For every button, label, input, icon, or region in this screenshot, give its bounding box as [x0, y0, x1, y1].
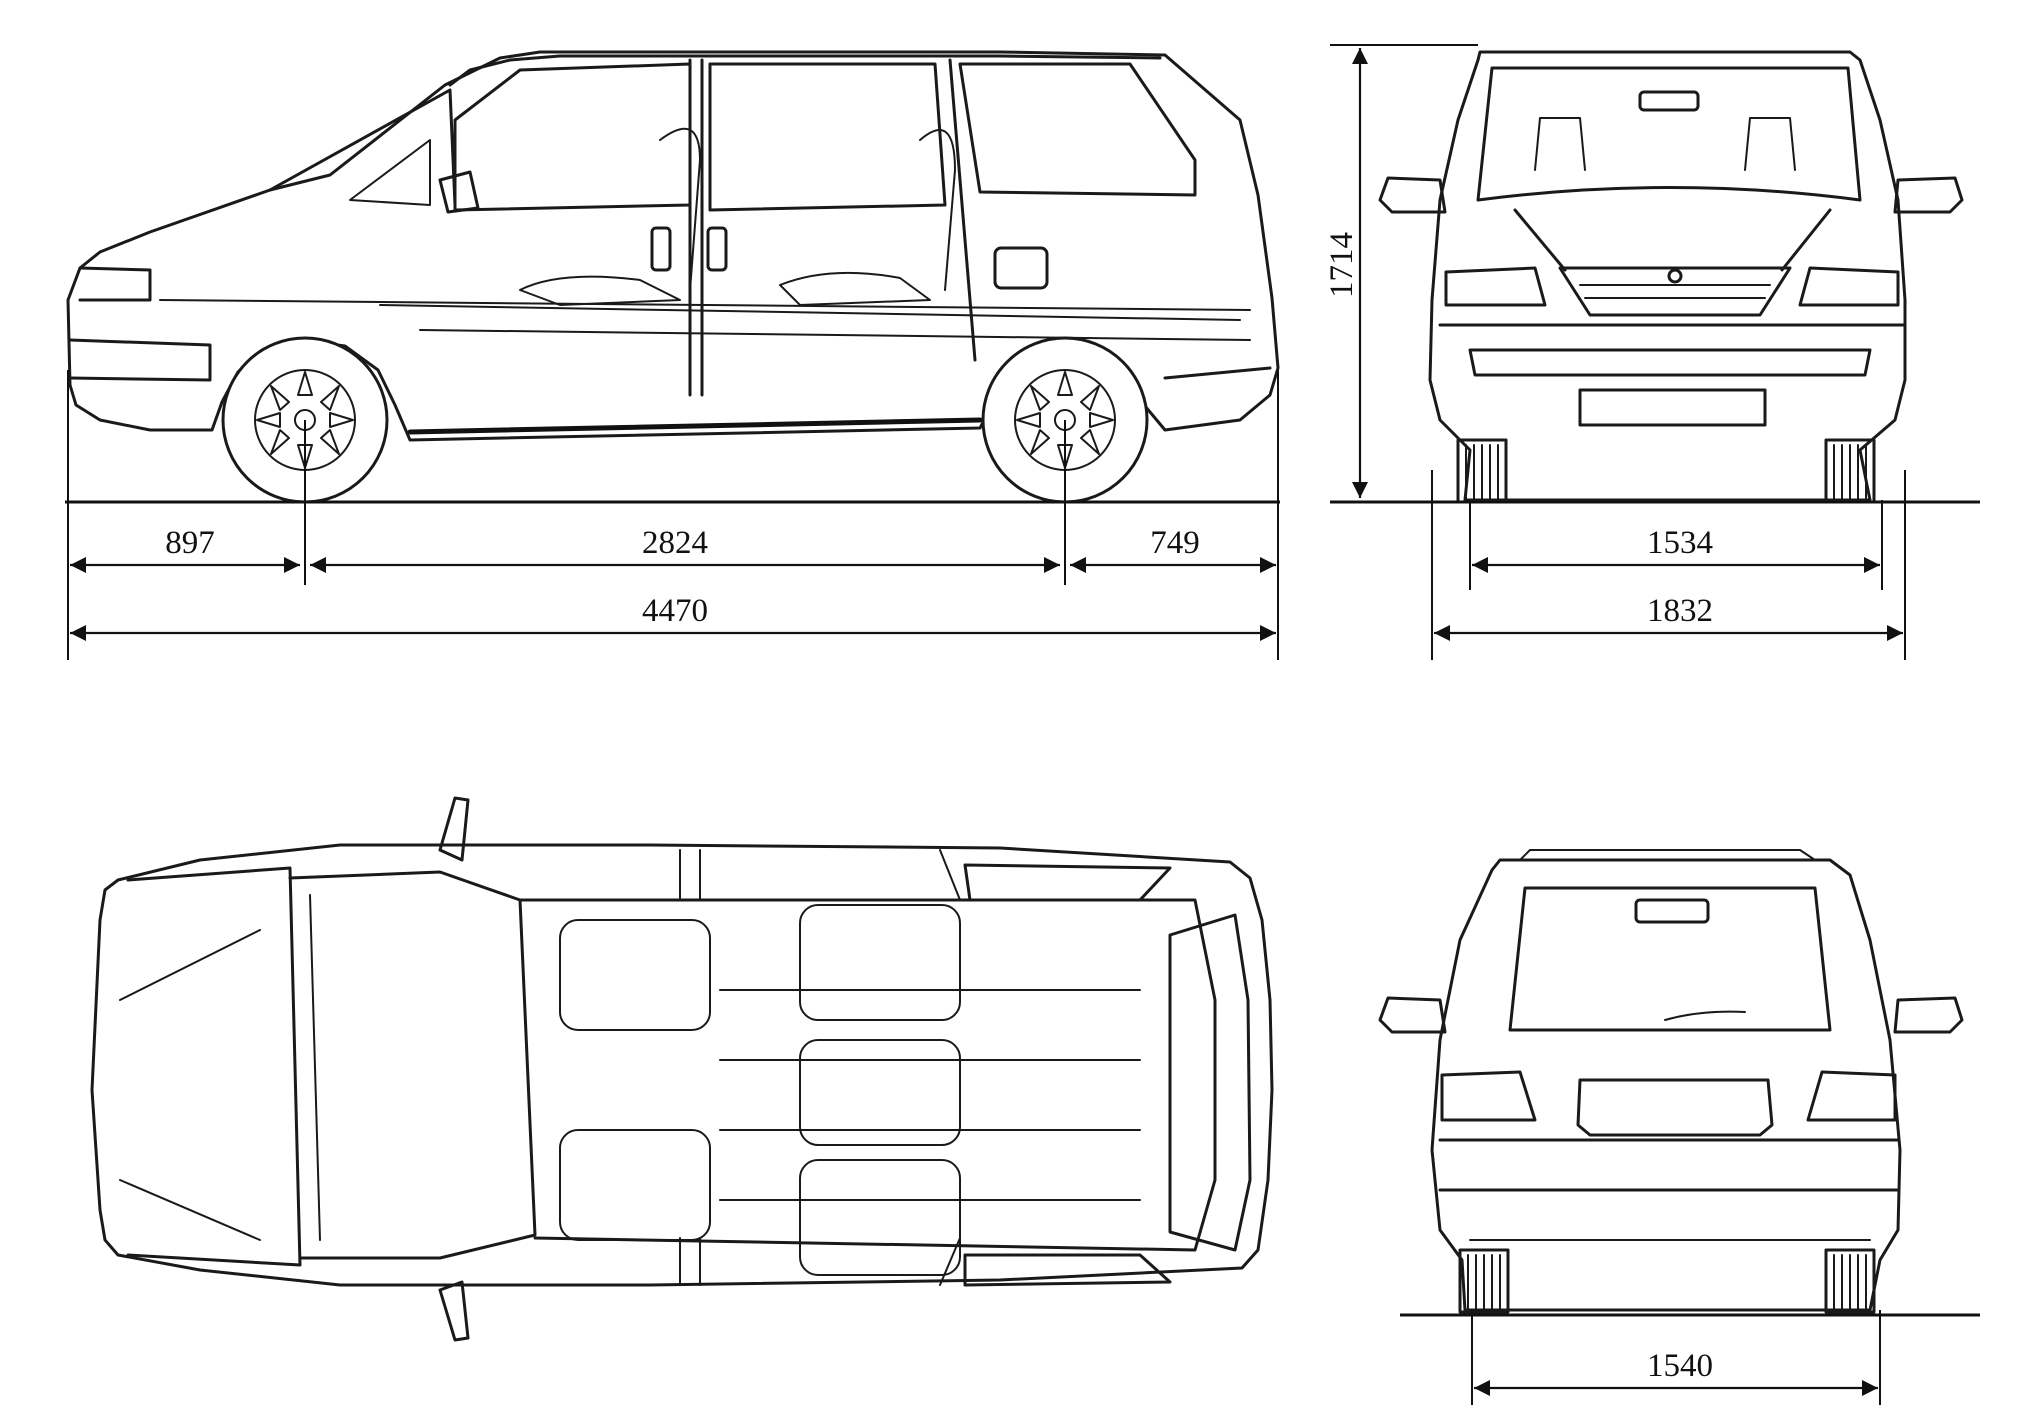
- side-rear-window: [958, 62, 1197, 197]
- front-headlight-left: [1444, 266, 1547, 307]
- top-mirror-left: [438, 796, 470, 862]
- top-front-seat-right: [559, 1129, 711, 1241]
- top-windscreen: [288, 870, 537, 1260]
- side-windscreen: [268, 88, 457, 207]
- rear-mirror-right: [1893, 996, 1964, 1034]
- front-windscreen: [1476, 66, 1862, 202]
- wheelbase-label: 2824: [642, 525, 708, 561]
- top-front-seat-left: [559, 919, 711, 1031]
- front-track-label: 1534: [1647, 525, 1713, 561]
- side-mirror: [438, 170, 480, 214]
- front-view: [1330, 50, 1980, 504]
- rear-track-label: 1540: [1647, 1348, 1713, 1384]
- height-dimension: 1714: [1324, 44, 1478, 498]
- rear-taillight-right: [1806, 1070, 1897, 1122]
- top-body-outline: [90, 843, 1274, 1287]
- rear-overhang-label: 749: [1150, 525, 1200, 561]
- top-mirror-right: [438, 1280, 470, 1342]
- front-dimensions: 1534 1832: [1431, 470, 1906, 660]
- front-mirror-left: [1378, 176, 1447, 214]
- rear-dimensions: 1540: [1471, 1310, 1881, 1405]
- side-middle-window: [708, 62, 947, 212]
- front-overhang-label: 897: [165, 525, 215, 561]
- top-view: [90, 796, 1274, 1342]
- rear-taillight-left: [1440, 1070, 1537, 1122]
- overall-width-label: 1832: [1647, 593, 1713, 629]
- rear-plate-recess: [1576, 1078, 1774, 1137]
- side-view: [65, 50, 1280, 504]
- rear-mirror-left: [1378, 996, 1447, 1034]
- overall-height-label: 1714: [1324, 232, 1360, 298]
- front-mirror-right: [1893, 176, 1964, 214]
- rear-body-outline: [1430, 858, 1902, 1312]
- front-grille: [1558, 266, 1792, 317]
- side-front-window: [453, 62, 692, 212]
- rear-view: [1378, 849, 1980, 1317]
- front-body-outline: [1428, 50, 1907, 502]
- side-dimensions: 897 2824 749 4470: [67, 370, 1279, 660]
- front-headlight-right: [1798, 266, 1900, 307]
- overall-length-label: 4470: [642, 593, 708, 629]
- rear-window: [1508, 886, 1832, 1032]
